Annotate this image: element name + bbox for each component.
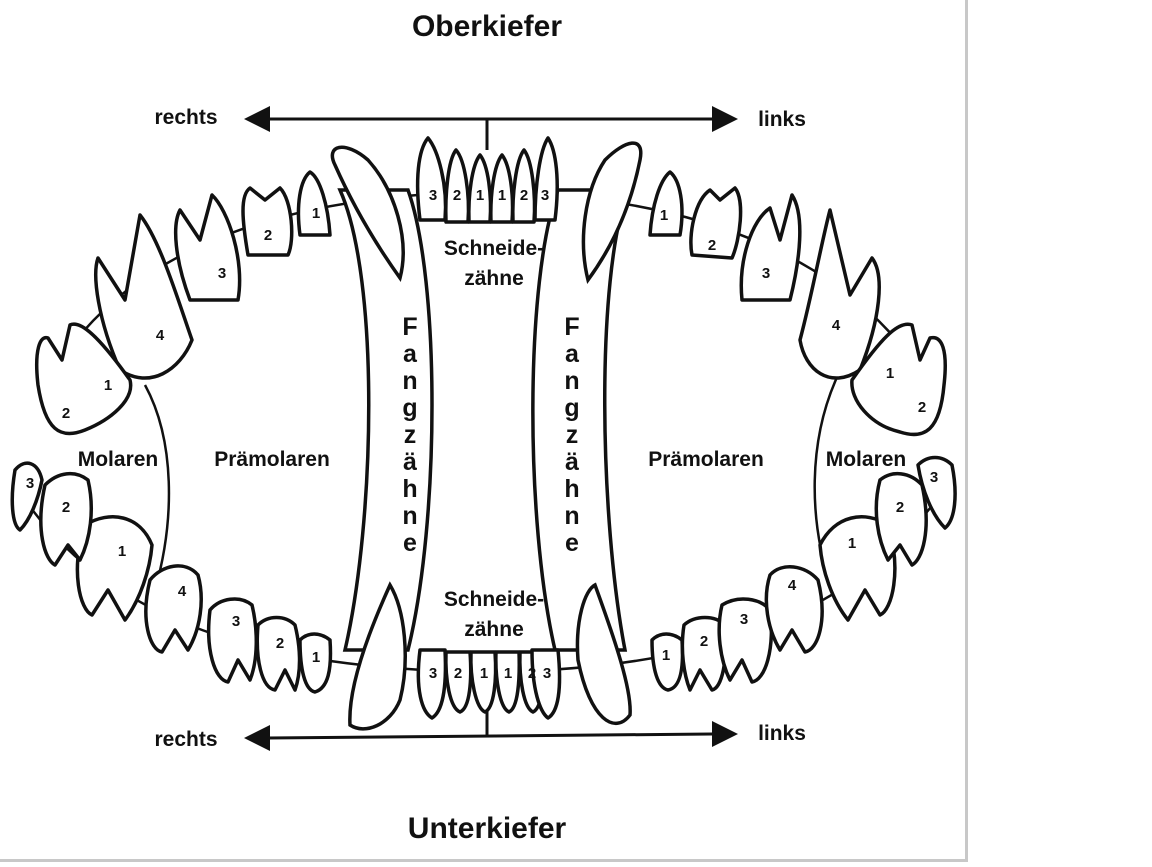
canine-letter: a xyxy=(565,340,580,368)
tooth-number: 2 xyxy=(700,633,708,650)
canine-letter: n xyxy=(402,502,417,530)
tooth-number: 2 xyxy=(708,237,716,254)
canine-letter: n xyxy=(564,502,579,530)
tooth-number: 2 xyxy=(62,499,70,516)
tooth-number: 1 xyxy=(476,187,484,204)
tooth-number: 1 xyxy=(312,205,320,222)
tooth-number: 4 xyxy=(788,577,797,594)
tooth-number: 3 xyxy=(429,665,437,682)
title-lower-jaw: Unterkiefer xyxy=(408,812,567,845)
lower-right-teeth xyxy=(10,461,333,694)
tooth-number: 3 xyxy=(232,613,240,630)
direction-left-top: links xyxy=(758,108,806,131)
tooth-number: 3 xyxy=(762,265,770,282)
direction-right-bottom: rechts xyxy=(154,728,217,751)
dental-chart-diagram: Oberkiefer Unterkiefer rechts links rech… xyxy=(10,10,957,845)
canines-left xyxy=(531,141,643,726)
tooth-number: 3 xyxy=(429,187,437,204)
tooth-number: 2 xyxy=(528,665,536,682)
tooth-number: 2 xyxy=(264,227,272,244)
tooth-number: 3 xyxy=(541,187,549,204)
label-incisors-lower-1: Schneide- xyxy=(444,588,544,611)
direction-left-bottom: links xyxy=(758,722,806,745)
label-incisors-lower-2: zähne xyxy=(464,618,524,641)
title-upper-jaw: Oberkiefer xyxy=(412,10,562,43)
tooth-number: 4 xyxy=(832,317,841,334)
tooth-number: 3 xyxy=(26,475,34,492)
tooth-number: 1 xyxy=(498,187,506,204)
tooth-number: 1 xyxy=(312,649,320,666)
tooth-number: 3 xyxy=(543,665,551,682)
tooth-number: 2 xyxy=(520,187,528,204)
tooth-number: 3 xyxy=(218,265,226,282)
diagram-panel: Oberkiefer Unterkiefer rechts links rech… xyxy=(0,0,968,862)
label-molars-right: Molaren xyxy=(78,448,159,471)
lower-right-numbers: 1 2 3 4 1 2 3 xyxy=(26,475,320,666)
lower-incisors xyxy=(416,648,562,720)
tooth-number: 3 xyxy=(740,611,748,628)
direction-arrow-top xyxy=(244,106,738,150)
canine-letter: g xyxy=(564,394,579,422)
tooth-number: 2 xyxy=(896,499,904,516)
upper-right-teeth xyxy=(35,170,332,436)
canine-letter: z xyxy=(404,421,417,449)
tooth-number: 1 xyxy=(886,365,894,382)
tooth-number: 1 xyxy=(104,377,112,394)
canine-letter: h xyxy=(402,475,417,503)
label-incisors-upper-1: Schneide- xyxy=(444,237,544,260)
upper-right-numbers: 1 2 3 4 1 2 xyxy=(62,205,320,422)
tooth-number: 1 xyxy=(662,647,670,664)
canine-letter: a xyxy=(403,340,418,368)
lower-left-teeth xyxy=(650,455,957,692)
tooth-number: 1 xyxy=(848,535,856,552)
direction-right-top: rechts xyxy=(154,106,217,129)
tooth-number: 1 xyxy=(480,665,488,682)
tooth-number: 3 xyxy=(930,469,938,486)
tooth-number: 2 xyxy=(62,405,70,422)
tooth-number: 2 xyxy=(918,399,926,416)
label-incisors-upper-2: zähne xyxy=(464,267,524,290)
canine-letter: h xyxy=(564,475,579,503)
canine-letter: n xyxy=(564,367,579,395)
lower-left-numbers: 1 2 3 4 1 2 3 xyxy=(662,469,938,664)
label-premolars-left: Prämolaren xyxy=(648,448,764,471)
label-molars-left: Molaren xyxy=(826,448,907,471)
tooth-number: 2 xyxy=(453,187,461,204)
canine-letter: F xyxy=(564,313,579,341)
tooth-number: 1 xyxy=(660,207,668,224)
canine-letter: e xyxy=(403,529,417,557)
divider-right xyxy=(143,384,171,591)
upper-left-teeth xyxy=(648,170,947,437)
upper-left-numbers: 1 2 3 4 1 2 xyxy=(660,207,926,416)
tooth-number: 4 xyxy=(178,583,187,600)
canine-letter: z xyxy=(566,421,579,449)
tooth-number: 2 xyxy=(454,665,462,682)
canine-letter: ä xyxy=(403,448,417,476)
tooth-number: 4 xyxy=(156,327,165,344)
tooth-number: 2 xyxy=(276,635,284,652)
canine-letter: g xyxy=(402,394,417,422)
tooth-number: 1 xyxy=(118,543,126,560)
canine-letter: F xyxy=(402,313,417,341)
canine-letter: e xyxy=(565,529,579,557)
canine-letter: ä xyxy=(565,448,579,476)
upper-incisors xyxy=(415,136,559,224)
label-premolars-right: Prämolaren xyxy=(214,448,330,471)
canine-letter: n xyxy=(402,367,417,395)
canines-right xyxy=(330,145,434,731)
tooth-number: 1 xyxy=(504,665,512,682)
